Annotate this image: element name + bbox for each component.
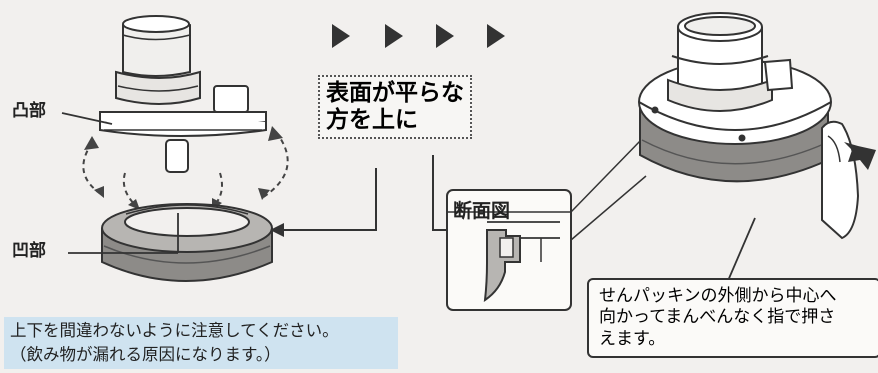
arrow-right-icon: [487, 24, 505, 48]
arrow-right-icon: [332, 24, 350, 48]
warning-line-1: 上下を間違わないように注意してください。: [10, 321, 339, 340]
note-box: せんパッキンの外側から中心へ 向かってまんべんなく指で押さ えます。: [587, 278, 878, 358]
instruction-box: 表面が平らな 方を上に: [318, 75, 472, 140]
warning-line-2: （飲み物が漏れる原因になります。）: [10, 345, 281, 365]
finger-illustration: [821, 120, 860, 240]
progress-arrows: [332, 24, 505, 48]
instruction-text: 表面が平らな 方を上に: [326, 80, 464, 134]
arrow-right-icon: [385, 24, 403, 48]
cap-part: [99, 15, 267, 173]
push-arrow-icon: [844, 142, 876, 170]
convex-label: 凸部: [12, 101, 46, 121]
gasket-ring: [101, 203, 273, 282]
assembled-cap: [638, 12, 832, 183]
cross-section-title: 断面図: [453, 200, 511, 222]
note-text: せんパッキンの外側から中心へ 向かってまんべんなく指で押さ えます。: [599, 286, 837, 349]
concave-label: 凹部: [12, 241, 46, 261]
arrow-right-icon: [436, 24, 454, 48]
warning-banner: 上下を間違わないように注意してください。 （飲み物が漏れる原因になります。）: [4, 317, 398, 369]
cross-section-box: [446, 189, 572, 311]
